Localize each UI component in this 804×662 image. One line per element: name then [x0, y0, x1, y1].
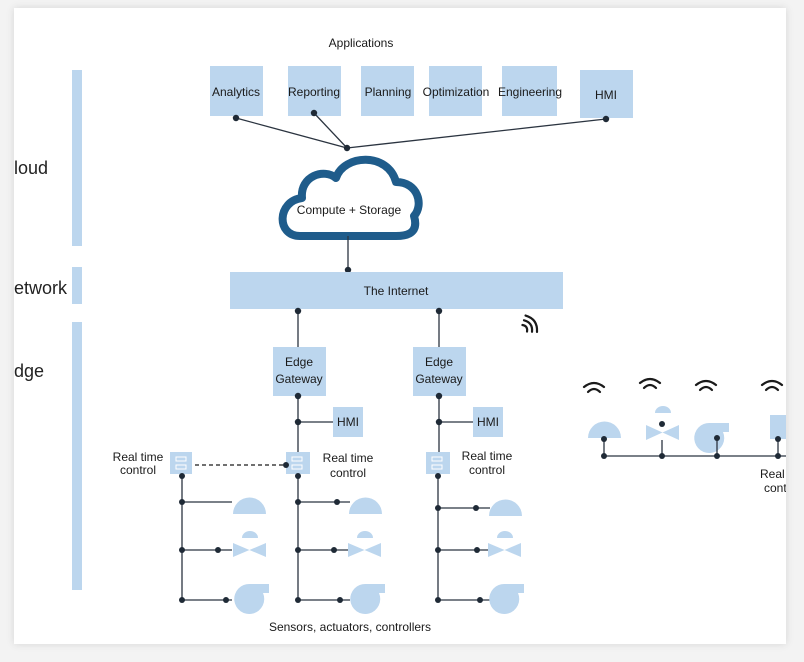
- valve-icons: [233, 531, 521, 557]
- rt-label-2-line2: control: [330, 466, 366, 480]
- app-box-optimization: [429, 66, 482, 116]
- wireless-bus: [601, 421, 786, 459]
- rt-label-2-line1: Real time: [323, 451, 374, 465]
- cloud-layer-bar: [72, 70, 82, 246]
- app-box-engineering: [502, 66, 557, 116]
- app-label-planning: Planning: [365, 85, 412, 99]
- app-box-reporting: [288, 66, 341, 116]
- hmi-label-1: HMI: [337, 415, 359, 429]
- app-label-engineering: Engineering: [498, 85, 562, 99]
- app-label-analytics: Analytics: [212, 85, 260, 99]
- app-label-optimization: Optimization: [423, 85, 490, 99]
- app-label-hmi: HMI: [595, 88, 617, 102]
- architecture-diagram: loud etwork dge Applications Analytics R…: [14, 36, 786, 634]
- app-connectors: [232, 109, 610, 152]
- edge-gateway-2-line1: Edge: [425, 355, 453, 369]
- rt-label-1-line1: Real time: [113, 450, 164, 464]
- controller-icons: [170, 452, 450, 474]
- controller-peer-dot: [283, 462, 289, 468]
- hmi-label-2: HMI: [477, 415, 499, 429]
- cloud-layer-label: loud: [14, 158, 48, 178]
- gateway-hmi-links: [294, 392, 473, 460]
- rt-label-3-line2: control: [469, 463, 505, 477]
- edge-gateway-2: [413, 347, 466, 396]
- application-boxes: Analytics Reporting Planning Optimizatio…: [210, 66, 633, 118]
- edge-gateway-1: [273, 347, 326, 396]
- applications-title: Applications: [329, 36, 394, 50]
- rt-label-4-line2: cont: [764, 481, 786, 495]
- wifi-signal-icon: [521, 314, 539, 333]
- internet-label: The Internet: [364, 284, 429, 298]
- internet-bar: [230, 272, 563, 309]
- cloud-icon: [278, 155, 423, 240]
- sensor-icons: [233, 497, 522, 516]
- app-label-reporting: Reporting: [288, 85, 340, 99]
- gateway-links: [294, 307, 443, 348]
- app-box-analytics: [210, 66, 263, 116]
- wireless-signal-icons: [582, 377, 784, 394]
- cloud-label: Compute + Storage: [297, 203, 402, 217]
- device-buses: [179, 473, 490, 603]
- hmi-box-1: [333, 407, 363, 437]
- network-layer-bar: [72, 267, 82, 304]
- rt-label-3-line1: Real time: [462, 449, 513, 463]
- edge-gateway-1-line1: Edge: [285, 355, 313, 369]
- hmi-box-2: [473, 407, 503, 437]
- edge-layer-bar: [72, 322, 82, 590]
- app-box-hmi: [580, 70, 633, 118]
- cloud-internet-dot: [344, 266, 352, 274]
- diagram-card: loud etwork dge Applications Analytics R…: [14, 8, 786, 644]
- footer-caption: Sensors, actuators, controllers: [269, 620, 431, 634]
- pump-icons: [234, 583, 524, 614]
- rt-label-4-line1: Real: [760, 467, 785, 481]
- edge-layer-label: dge: [14, 361, 44, 381]
- network-layer-label: etwork: [14, 278, 68, 298]
- rt-label-1-line2: control: [120, 463, 156, 477]
- edge-gateway-1-line2: Gateway: [275, 372, 322, 386]
- app-box-planning: [361, 66, 414, 116]
- wireless-devices: [588, 406, 786, 453]
- edge-gateway-2-line2: Gateway: [415, 372, 462, 386]
